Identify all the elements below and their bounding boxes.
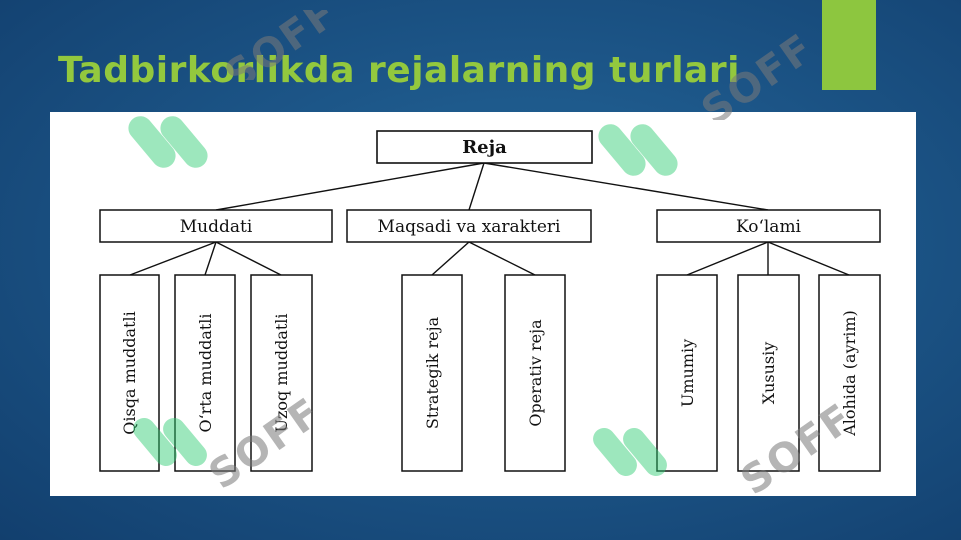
connector-line: [129, 241, 217, 276]
group-label-kolami: Ko‘lami: [736, 217, 802, 237]
slide-title: Tadbirkorlikda rejalarning turlari: [58, 50, 740, 91]
accent-bar: [822, 0, 876, 90]
group-node-kolami: Ko‘lami: [656, 209, 881, 243]
connector-line: [215, 241, 282, 276]
group-node-maqsadi: Maqsadi va xarakteri: [346, 209, 592, 243]
connector-line: [468, 162, 485, 211]
leaf-label-xususiy: Xususiy: [759, 342, 778, 405]
connector-line: [483, 162, 769, 211]
root-node: Reja: [376, 130, 593, 164]
root-node-label: Reja: [462, 137, 507, 158]
connector-line: [686, 241, 769, 276]
connector-line: [431, 241, 470, 276]
leaf-label-umumiy: Umumiy: [678, 339, 697, 407]
leaf-label-qisqa-muddatli: Qisqa muddatli: [120, 311, 139, 434]
leaf-label-strategik-reja: Strategik reja: [423, 316, 442, 429]
leaf-node-xususiy: Xususiy: [737, 274, 800, 472]
connector-line: [767, 241, 850, 276]
leaf-label-uzoq-muddatli: Uzoq muddatli: [272, 313, 291, 432]
leaf-node-qisqa-muddatli: Qisqa muddatli: [99, 274, 160, 472]
leaf-node-umumiy: Umumiy: [656, 274, 718, 472]
group-label-muddati: Muddati: [180, 217, 253, 237]
diagram-panel: Reja Muddati Maqsadi va xarakteri Ko‘lam…: [50, 112, 916, 496]
connector-lines: [129, 162, 850, 276]
leaf-node-strategik-reja: Strategik reja: [401, 274, 463, 472]
leaf-node-operativ-reja: Operativ reja: [504, 274, 566, 472]
hierarchy-diagram: Reja Muddati Maqsadi va xarakteri Ko‘lam…: [99, 130, 881, 472]
leaf-node-orta-muddatli: O‘rta muddatli: [174, 274, 236, 472]
connector-line: [468, 241, 536, 276]
connector-line: [204, 241, 217, 276]
leaf-label-orta-muddatli: O‘rta muddatli: [196, 313, 215, 432]
leaf-node-uzoq-muddatli: Uzoq muddatli: [250, 274, 313, 472]
group-label-maqsadi: Maqsadi va xarakteri: [378, 217, 561, 237]
leaf-node-alohida: Alohida (ayrim): [818, 274, 881, 472]
leaf-label-alohida: Alohida (ayrim): [840, 310, 859, 437]
connector-line: [215, 162, 485, 211]
group-node-muddati: Muddati: [99, 209, 333, 243]
leaf-label-operativ-reja: Operativ reja: [526, 319, 545, 427]
